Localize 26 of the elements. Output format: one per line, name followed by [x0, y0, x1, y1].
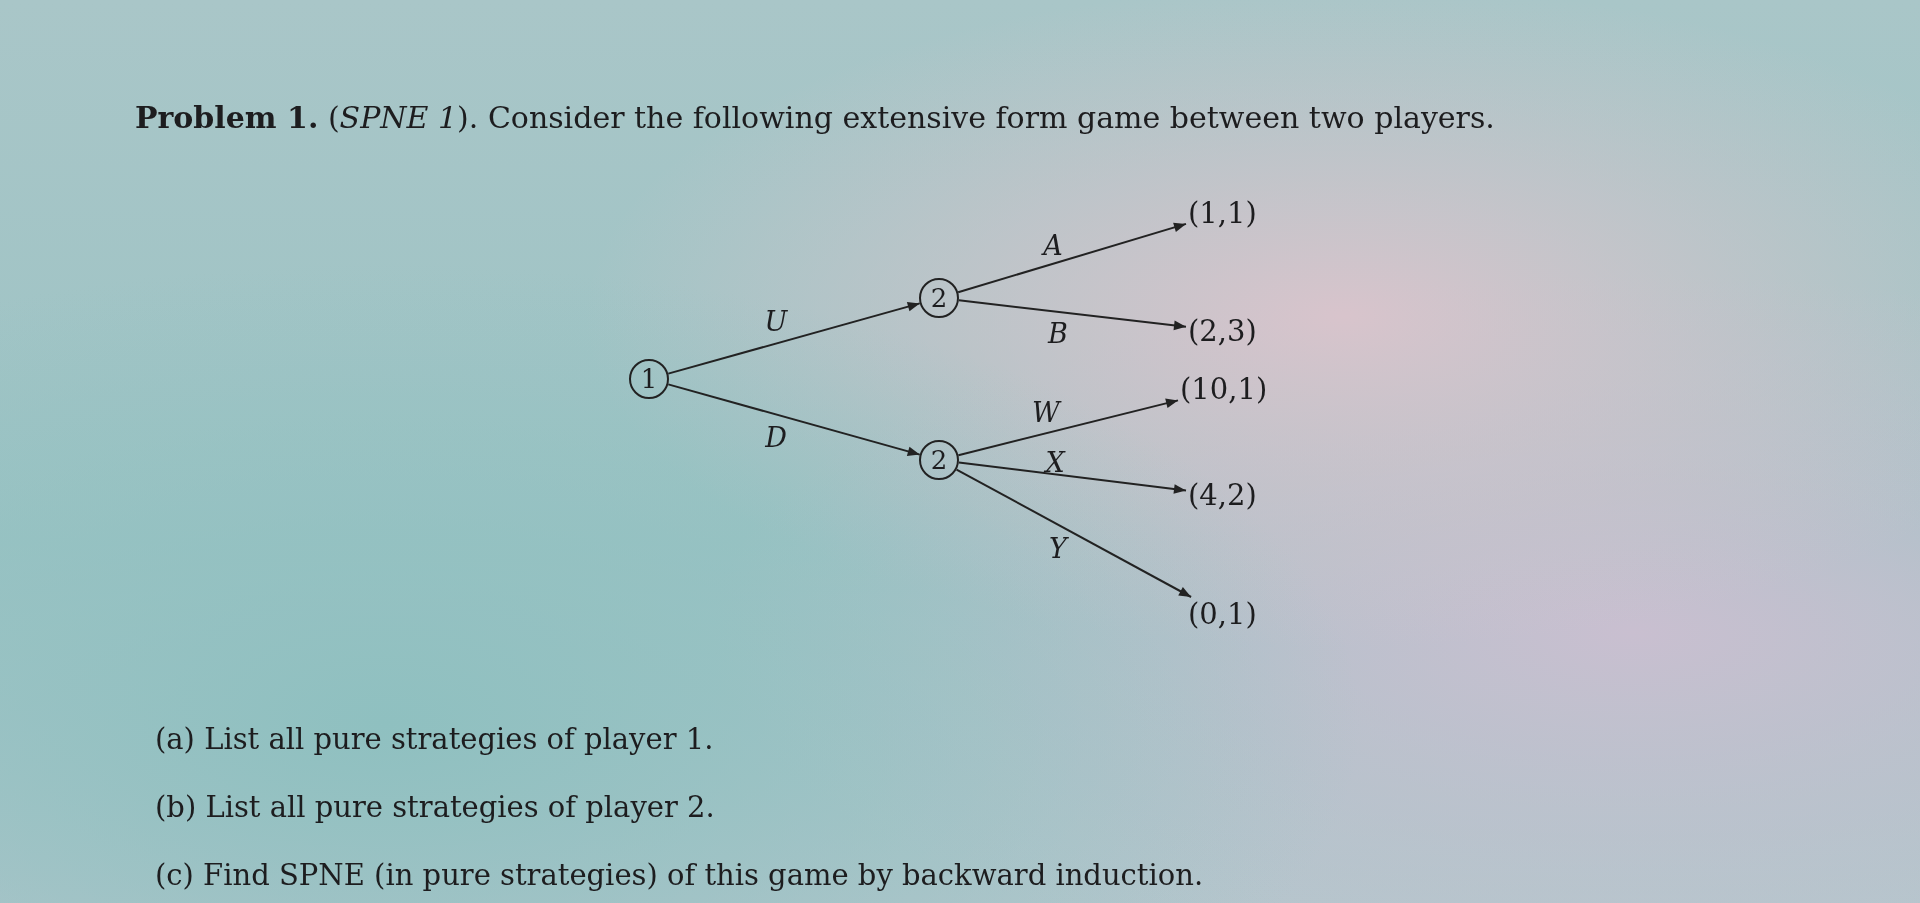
payoff-label: (10,1) — [1178, 372, 1270, 406]
edge-label: X — [1045, 446, 1065, 478]
question-text: (a) List all pure strategies of player 1. — [155, 722, 714, 756]
payoff-label: (2,3) — [1186, 314, 1259, 348]
edge-label: D — [765, 421, 787, 453]
arrow — [957, 398, 1179, 457]
edge-label: B — [1048, 317, 1068, 349]
payoff-label: (0,1) — [1186, 597, 1259, 631]
decision-node: 1 — [629, 359, 669, 399]
decision-node: 2 — [919, 278, 959, 318]
arrow — [667, 302, 921, 375]
problem-title: Problem 1. (SPNE 1). Consider the following extensive form game between two players. — [135, 100, 1495, 135]
arrow — [667, 383, 921, 456]
question-text: (b) List all pure strategies of player 2. — [155, 790, 715, 824]
arrow — [957, 222, 1187, 294]
arrow — [957, 299, 1187, 331]
edge-label: W — [1032, 396, 1060, 428]
edge-label: A — [1043, 229, 1063, 261]
payoff-label: (1,1) — [1186, 196, 1259, 230]
decision-node: 2 — [919, 440, 959, 480]
arrow — [955, 468, 1193, 598]
edge-label: U — [764, 305, 788, 337]
question-text: (c) Find SPNE (in pure strategies) of this game by backward induction. — [155, 858, 1204, 892]
edge-label: Y — [1049, 532, 1067, 564]
arrow — [957, 461, 1187, 494]
payoff-label: (4,2) — [1186, 478, 1259, 512]
